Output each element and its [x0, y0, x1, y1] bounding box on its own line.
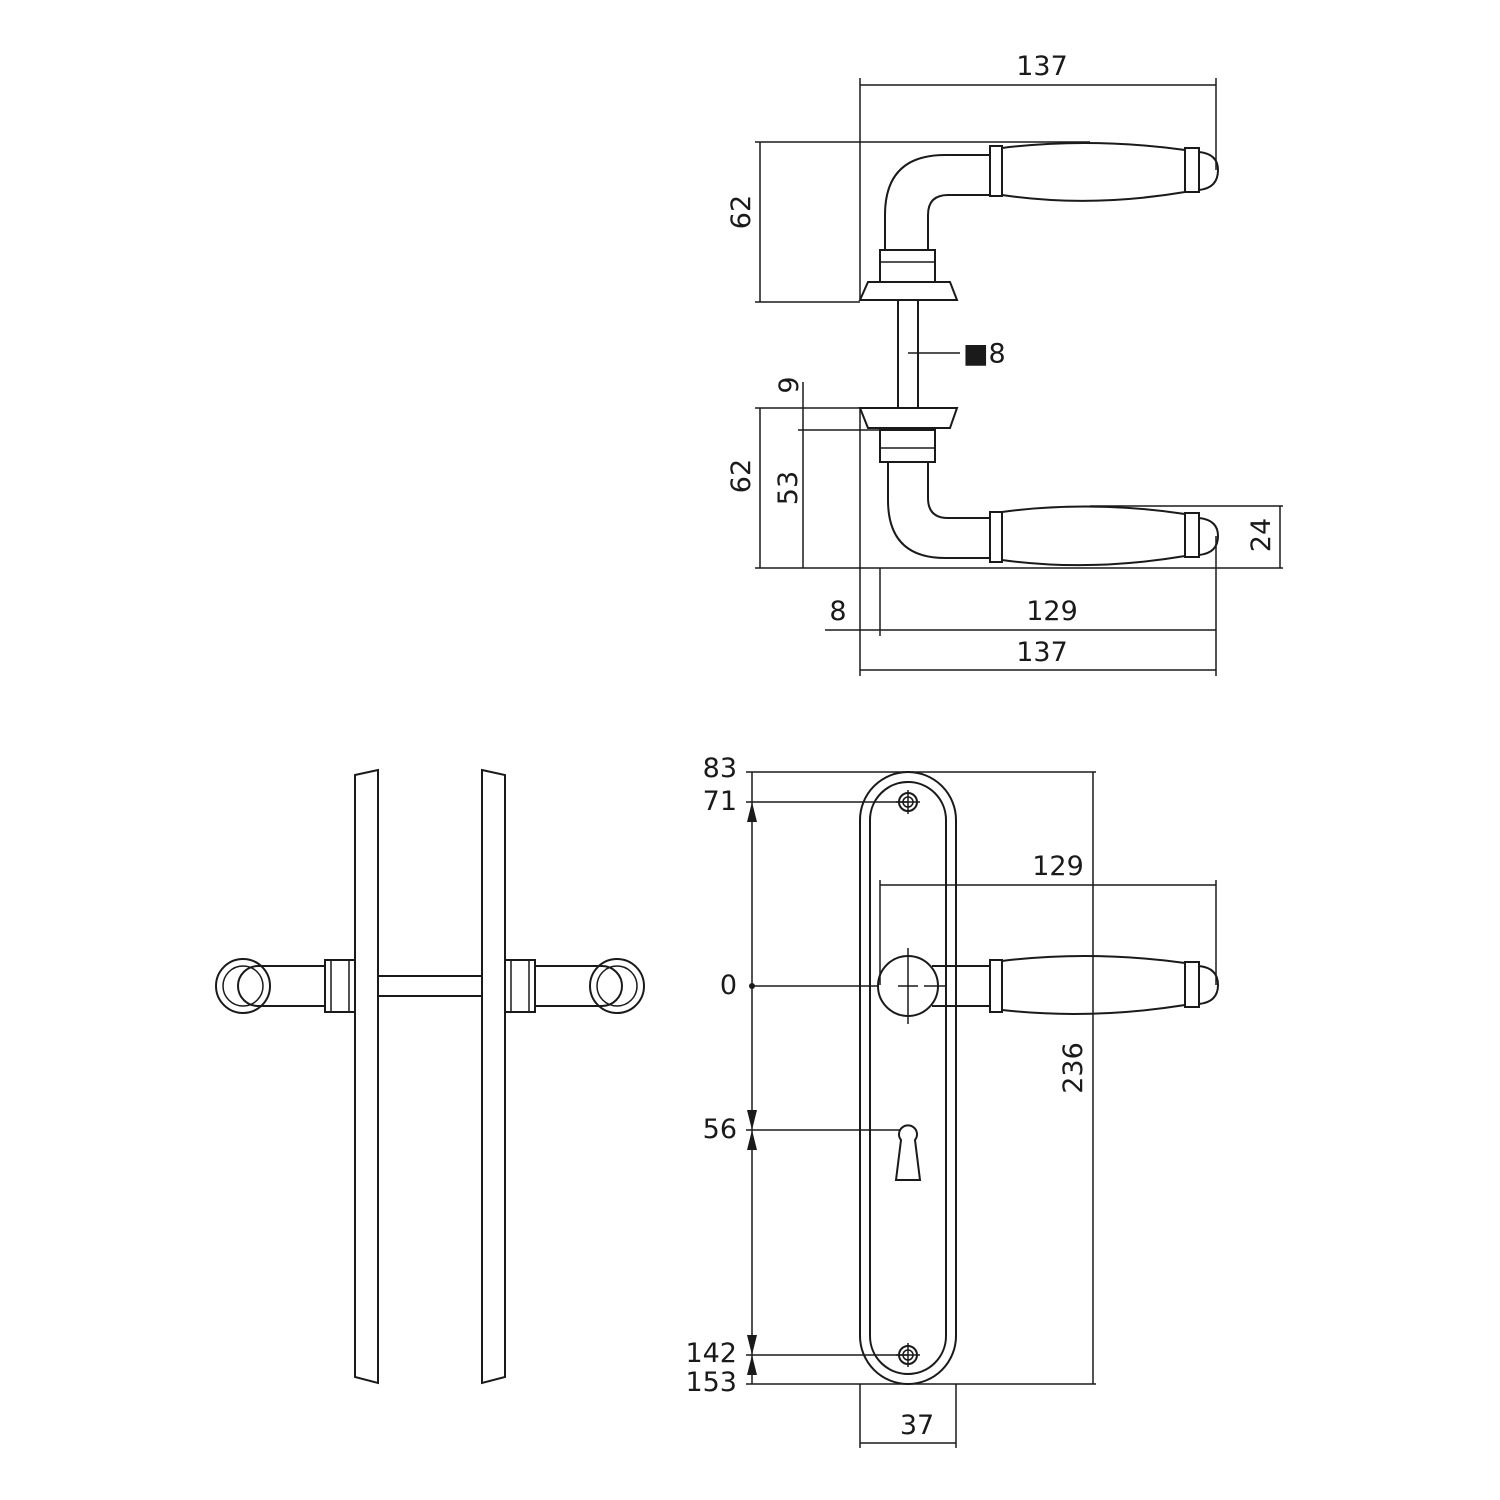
front-view-dimensions: [746, 771, 1217, 1448]
dim-front-lever-length: 129: [1032, 851, 1084, 882]
dim-lever-length: 129: [1026, 596, 1078, 627]
front-view: 83 71 0 56 142 153 236 129 37: [685, 753, 1220, 1448]
dim-top-width: 137: [1016, 51, 1068, 82]
keyhole-icon: [894, 1124, 922, 1181]
dim-spindle-zero: 0: [720, 970, 737, 1001]
dim-rose: 9: [774, 376, 805, 393]
side-view-dimensions: [755, 78, 1283, 676]
spindle: [897, 299, 919, 409]
lower-lever: [858, 407, 1220, 567]
dim-screw-top: 71: [703, 786, 737, 817]
edge-view: [215, 768, 645, 1385]
dim-screw-bottom: 142: [685, 1338, 737, 1369]
dim-plate-width: 37: [900, 1410, 934, 1441]
side-view: 137 62 ■8 9 62 53 24 8 129 137: [726, 51, 1283, 676]
dim-plate-bottom: 153: [685, 1367, 737, 1398]
dim-bottom-height: 62: [726, 459, 757, 493]
dim-plate-top: 83: [703, 753, 737, 784]
dim-spindle: ■8: [963, 339, 1006, 370]
dim-bottom-width: 137: [1016, 637, 1068, 668]
upper-lever: [858, 141, 1220, 301]
dim-inner-height: 53: [773, 471, 804, 505]
dim-keyhole: 56: [703, 1114, 737, 1145]
dim-grip: 24: [1246, 518, 1277, 552]
dim-offset: 8: [829, 596, 846, 627]
dim-plate-height: 236: [1058, 1042, 1089, 1094]
dim-top-height: 62: [726, 195, 757, 229]
